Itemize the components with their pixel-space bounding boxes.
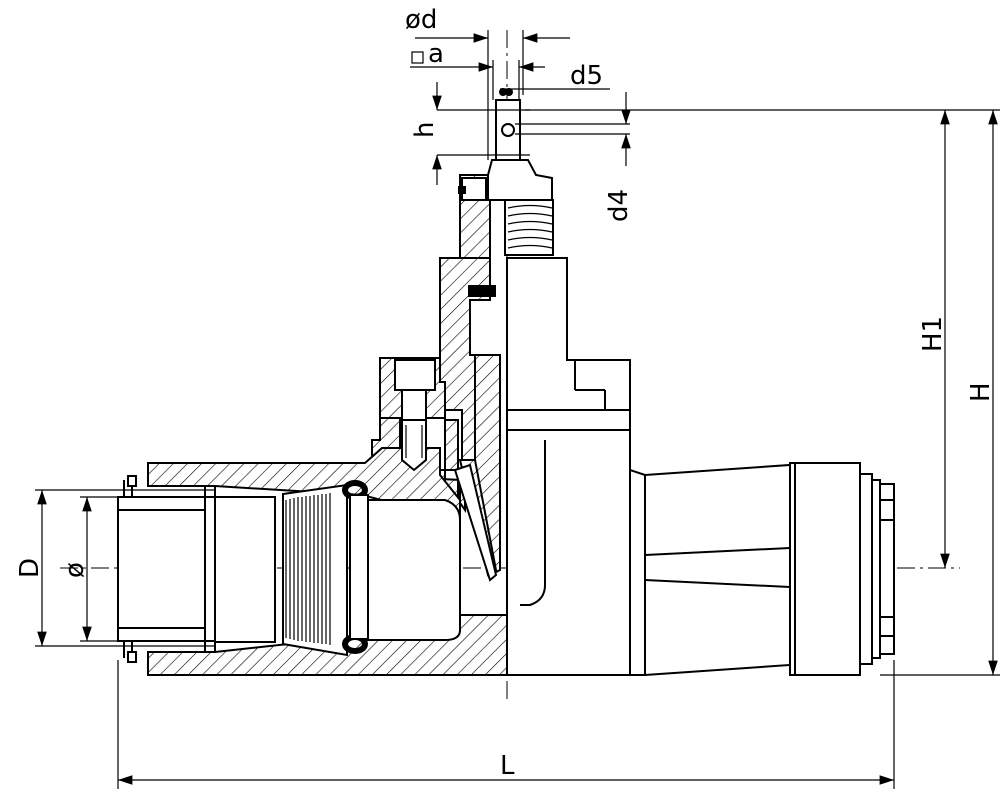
label-H1: H1 — [918, 316, 948, 352]
stem-thread — [507, 204, 553, 249]
stem — [487, 88, 554, 256]
gate-wedge — [453, 354, 501, 582]
label-d4: d4 — [604, 189, 634, 222]
label-h: h — [410, 122, 440, 138]
thread-lines — [285, 493, 331, 645]
bolt — [379, 357, 446, 472]
dimension-lines — [35, 30, 1000, 789]
left-body-section — [147, 399, 509, 676]
square-symbol — [411, 51, 424, 64]
dimension-labels: ød a d5 h d4 H1 H D ø L — [15, 5, 996, 781]
label-od: ød — [405, 5, 437, 35]
label-L: L — [500, 751, 515, 781]
label-a: a — [428, 39, 444, 69]
left-spigot — [117, 475, 216, 663]
right-body-outline — [506, 257, 895, 676]
label-D: D — [15, 558, 45, 578]
label-H: H — [966, 382, 996, 402]
label-d5: d5 — [570, 61, 603, 91]
label-o: ø — [60, 562, 90, 578]
